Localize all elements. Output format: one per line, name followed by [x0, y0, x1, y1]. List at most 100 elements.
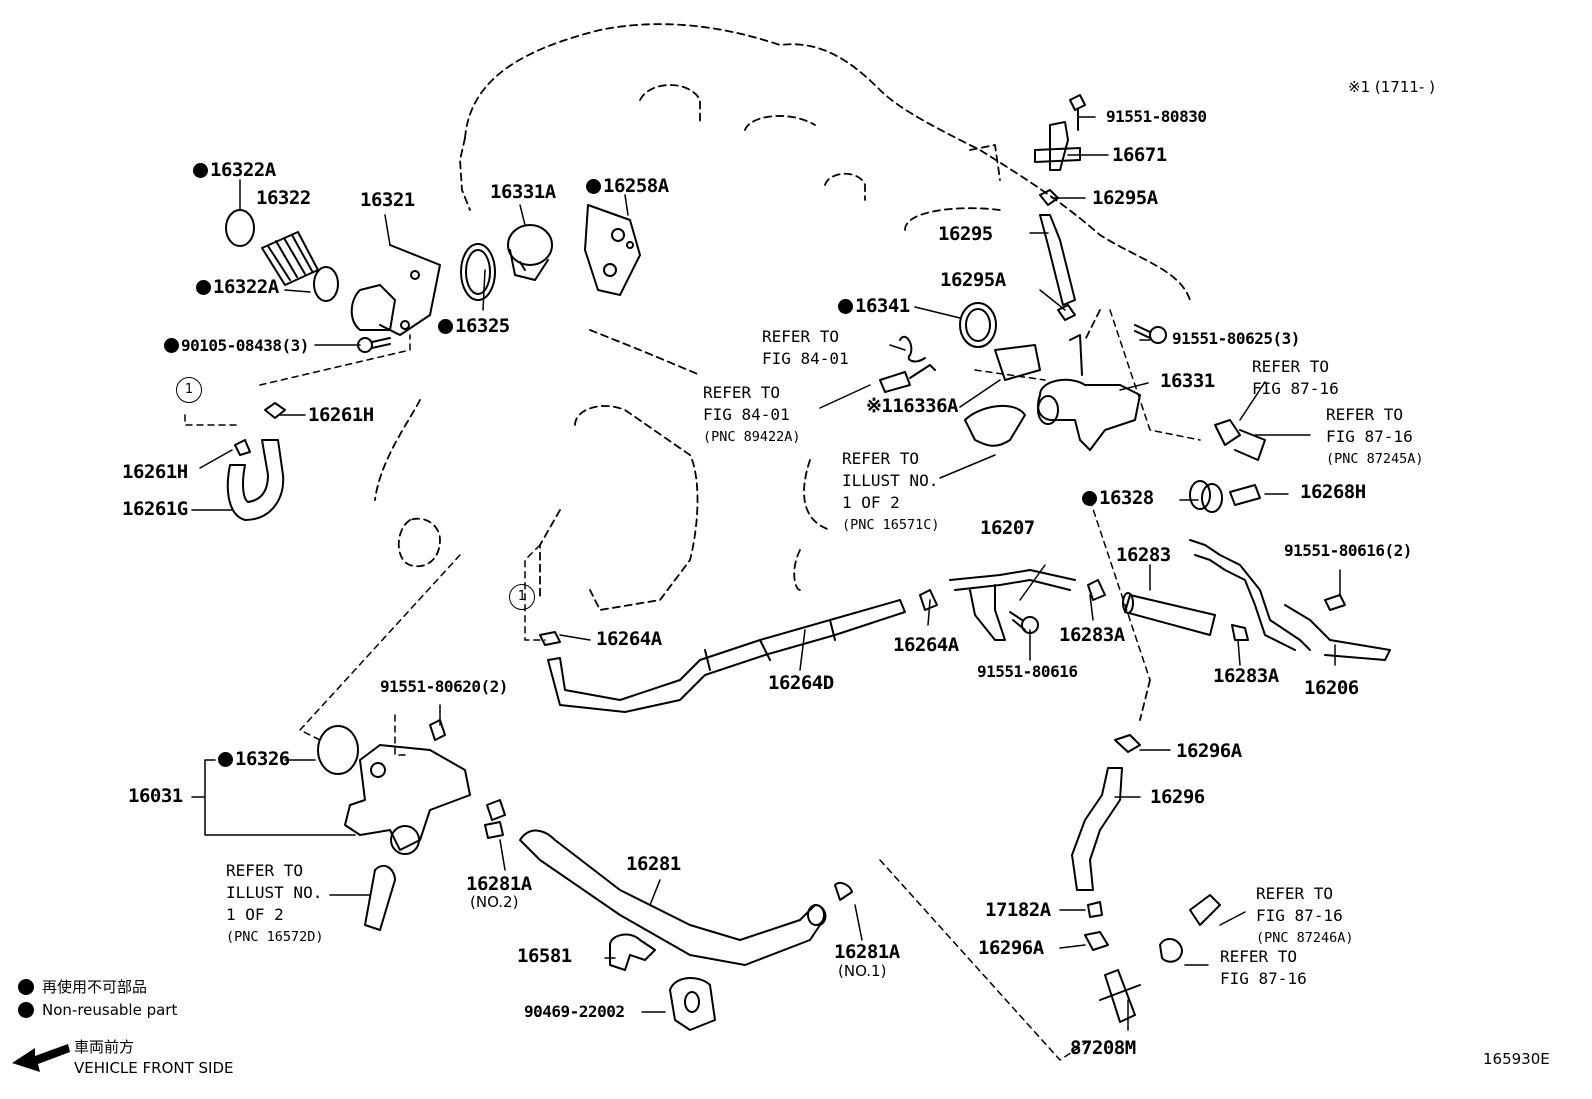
part-label[interactable]: 16207 — [980, 517, 1035, 539]
refer-block[interactable]: REFER TO FIG 87-16 (PNC 87246A) — [1256, 883, 1354, 949]
part-label[interactable]: 16295A — [940, 269, 1006, 291]
refer-line: FIG 87-16 — [1326, 427, 1413, 446]
legend-text: Non-reusable part — [42, 1001, 178, 1019]
refer-block[interactable]: REFER TO FIG 87-16 (PNC 87245A) — [1326, 404, 1424, 470]
part-label[interactable]: 16264A — [596, 628, 662, 650]
part-label[interactable]: 16296A — [1176, 740, 1242, 762]
front-arrow-icon — [12, 1044, 70, 1072]
refer-line: FIG 87-16 — [1252, 379, 1339, 398]
part-16321 — [350, 244, 441, 336]
refer-line: REFER TO — [1256, 884, 1334, 903]
refer-block[interactable]: REFER TO FIG 84-01 (PNC 89422A) — [703, 382, 801, 448]
legend-text: 再使用不可部品 — [42, 978, 148, 996]
refer-line: ILLUST NO. — [842, 471, 939, 490]
part-label[interactable]: 16325 — [438, 316, 510, 336]
part-label[interactable]: 16331A — [490, 181, 556, 203]
part-label[interactable]: 16321 — [360, 189, 415, 211]
part-label[interactable]: 16283 — [1116, 544, 1171, 566]
part-label[interactable]: 16261G — [122, 498, 188, 520]
part-label[interactable]: 16322A — [196, 277, 279, 297]
part-16581-90469 — [609, 933, 716, 1031]
part-label[interactable]: 16258A — [586, 176, 669, 196]
part-label[interactable]: 16261H — [308, 404, 374, 426]
part-label[interactable]: 16264D — [768, 672, 834, 694]
part-91551-80616 — [1009, 611, 1039, 634]
refer-line: REFER TO — [226, 861, 304, 880]
part-label[interactable]: 16341 — [838, 296, 910, 316]
part-connector-right — [1214, 419, 1266, 461]
refer-pnc: (PNC 16571C) — [842, 517, 940, 533]
note-range: (1711- ) — [1374, 78, 1435, 96]
part-label[interactable]: 16264A — [893, 634, 959, 656]
part-label[interactable]: 91551-80616 — [977, 662, 1078, 681]
part-label[interactable]: 16281A — [834, 941, 900, 963]
part-sublabel: (NO.1) — [838, 962, 887, 980]
circle-callout-1: 1 — [176, 377, 202, 403]
refer-line: FIG 87-16 — [1256, 906, 1343, 925]
part-label[interactable]: 16283A — [1213, 665, 1279, 687]
part-label[interactable]: 16326 — [218, 749, 290, 769]
refer-line: 1 OF 2 — [842, 493, 900, 512]
part-16207 — [919, 569, 1106, 641]
refer-block[interactable]: REFER TO FIG 84-01 — [762, 326, 849, 370]
part-label[interactable]: 91551-80616(2) — [1284, 541, 1412, 560]
part-16331A — [507, 224, 553, 281]
part-label[interactable]: 91551-80830 — [1106, 107, 1207, 126]
non-reusable-dot-icon — [18, 979, 34, 995]
part-16261 — [226, 402, 286, 521]
refer-line: ILLUST NO. — [226, 883, 323, 902]
part-label[interactable]: 90105-08438(3) — [164, 336, 309, 356]
refer-block[interactable]: REFER TO ILLUST NO. 1 OF 2 (PNC 16572D) — [226, 860, 324, 948]
leader-lines — [191, 116, 1341, 1031]
diagram-code: 165930E — [1483, 1050, 1550, 1068]
refer-pnc: (PNC 89422A) — [703, 429, 801, 445]
refer-block[interactable]: REFER TO ILLUST NO. 1 OF 2 (PNC 16571C) — [842, 448, 940, 536]
part-label[interactable]: 91551-80620(2) — [380, 677, 508, 696]
part-label[interactable]: 17182A — [985, 899, 1051, 921]
refer-line: REFER TO — [1326, 405, 1404, 424]
part-label[interactable]: 16261H — [122, 461, 188, 483]
part-label[interactable]: 16581 — [517, 945, 572, 967]
part-label[interactable]: ※116336A — [866, 395, 959, 417]
part-label[interactable]: 16281 — [626, 853, 681, 875]
part-label[interactable]: 16283A — [1059, 624, 1125, 646]
refer-line: FIG 87-16 — [1220, 969, 1307, 988]
part-16328-16268H — [1189, 480, 1261, 513]
refer-block[interactable]: REFER TO FIG 87-16 — [1252, 356, 1339, 400]
refer-block[interactable]: REFER TO FIG 87-16 — [1220, 946, 1307, 990]
ref-hose-fragments — [964, 404, 1221, 926]
part-label[interactable]: 16296 — [1150, 786, 1205, 808]
part-label[interactable]: 16295 — [938, 223, 993, 245]
part-16331 — [994, 334, 1141, 451]
refer-pnc: (PNC 87246A) — [1256, 930, 1354, 946]
part-label[interactable]: 16296A — [978, 937, 1044, 959]
part-label[interactable]: 91551-80625(3) — [1172, 329, 1300, 348]
part-label[interactable]: 16322A — [193, 160, 276, 180]
part-16258A — [584, 204, 641, 296]
part-16341 — [879, 335, 936, 393]
refer-pnc: (PNC 87245A) — [1326, 451, 1424, 467]
legend-front-en: VEHICLE FRONT SIDE — [74, 1059, 234, 1077]
part-label[interactable]: 90469-22002 — [524, 1002, 625, 1021]
part-label[interactable]: 16206 — [1304, 677, 1359, 699]
part-label[interactable]: 16295A — [1092, 187, 1158, 209]
legend-non-reusable-en: Non-reusable part — [18, 1001, 177, 1019]
refer-line: FIG 84-01 — [762, 349, 849, 368]
part-label[interactable]: 16281A — [466, 873, 532, 895]
part-label[interactable]: 16268H — [1300, 481, 1366, 503]
refer-pnc: (PNC 16572D) — [226, 929, 324, 945]
refer-line: REFER TO — [1252, 357, 1330, 376]
part-label[interactable]: 16331 — [1160, 370, 1215, 392]
part-label[interactable]: 16031 — [128, 785, 183, 807]
note-marker: ※1 — [1348, 78, 1371, 96]
part-label[interactable]: 87208M — [1070, 1037, 1136, 1059]
part-16281 — [484, 799, 853, 966]
part-16031 — [344, 719, 471, 931]
applicability-note: ※1 (1711- ) — [1348, 78, 1435, 96]
refer-line: FIG 84-01 — [703, 405, 790, 424]
part-label[interactable]: 16322 — [256, 187, 311, 209]
part-label[interactable]: 16671 — [1112, 144, 1167, 166]
part-label[interactable]: 16328 — [1082, 488, 1154, 508]
part-16283 — [1122, 592, 1249, 641]
